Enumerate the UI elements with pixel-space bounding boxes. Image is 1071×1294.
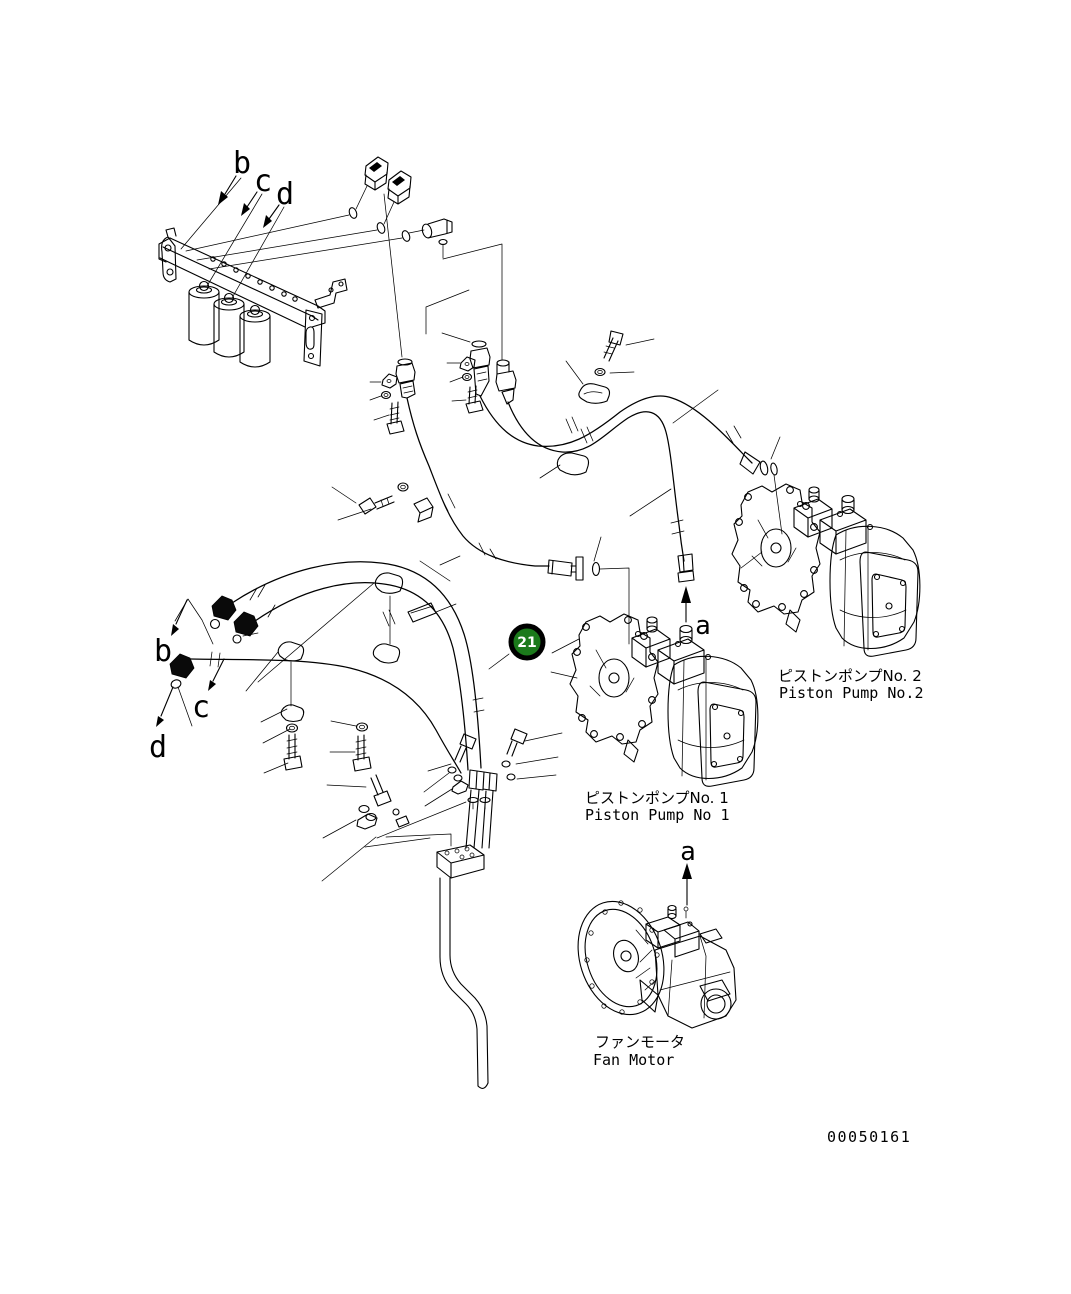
view-label-left-c: c [192,658,225,725]
pump1-label-en: Piston Pump No 1 [585,806,730,824]
arrow-icon [682,863,692,879]
arrow-icon [263,215,272,228]
view-label-fan-a: a [680,837,696,906]
arrow-icon [681,586,691,603]
view-label-top-b: b [218,146,251,205]
view-label-top-c: c [241,164,272,216]
view-label-left-b: b [154,599,188,669]
port-letter-a: a [680,837,696,867]
filter-manifold-assembly [158,227,348,368]
piston-pump-no2: ピストンポンプNo. 2 Piston Pump No.2 [731,483,924,702]
port-letter-b: b [154,634,172,669]
view-label-pump1-a: a [681,586,711,641]
port-letter-c: c [254,164,272,199]
pump2-label-en: Piston Pump No.2 [779,684,924,702]
lower-hose-bundle [169,561,563,849]
pump2-label-jp: ピストンポンプNo. 2 [778,667,922,685]
hydraulic-fittings-top [348,156,453,259]
drawing-number: 00050161 [827,1128,911,1146]
port-letter-c: c [192,690,210,725]
port-letter-a: a [695,611,711,641]
supply-hoses-center [331,389,783,645]
bolt-washer-clamp-upper-right [565,330,655,404]
arrow-icon [171,624,179,636]
leader-lines-top [180,177,503,361]
arrow-icon [218,191,228,205]
fan-motor-label-en: Fan Motor [593,1051,674,1069]
arrow-icon [156,716,164,727]
hose-end-fittings-center [369,340,517,435]
part-callout-21[interactable]: 21 [488,623,546,670]
fan-motor: a ファンモータ Fan Motor [577,837,737,1069]
arrow-icon [208,680,216,691]
view-label-left-d: d [149,686,174,765]
fan-motor-label-jp: ファンモータ [595,1033,685,1051]
callout-number[interactable]: 21 [517,635,536,651]
pump1-label-jp: ピストンポンプNo. 1 [585,789,729,807]
flange-block-and-return-tube [321,833,489,1089]
callout-circle[interactable] [508,623,546,661]
piston-pump-no1: a ピストンポンプNo. 1 Piston Pump No 1 [550,586,759,824]
port-letter-d: d [276,177,294,212]
port-letter-d: d [149,730,167,765]
arrow-icon [241,203,250,216]
port-letter-b: b [233,146,251,181]
view-label-top-d: d [263,177,294,228]
filter-cartridges [188,280,271,368]
